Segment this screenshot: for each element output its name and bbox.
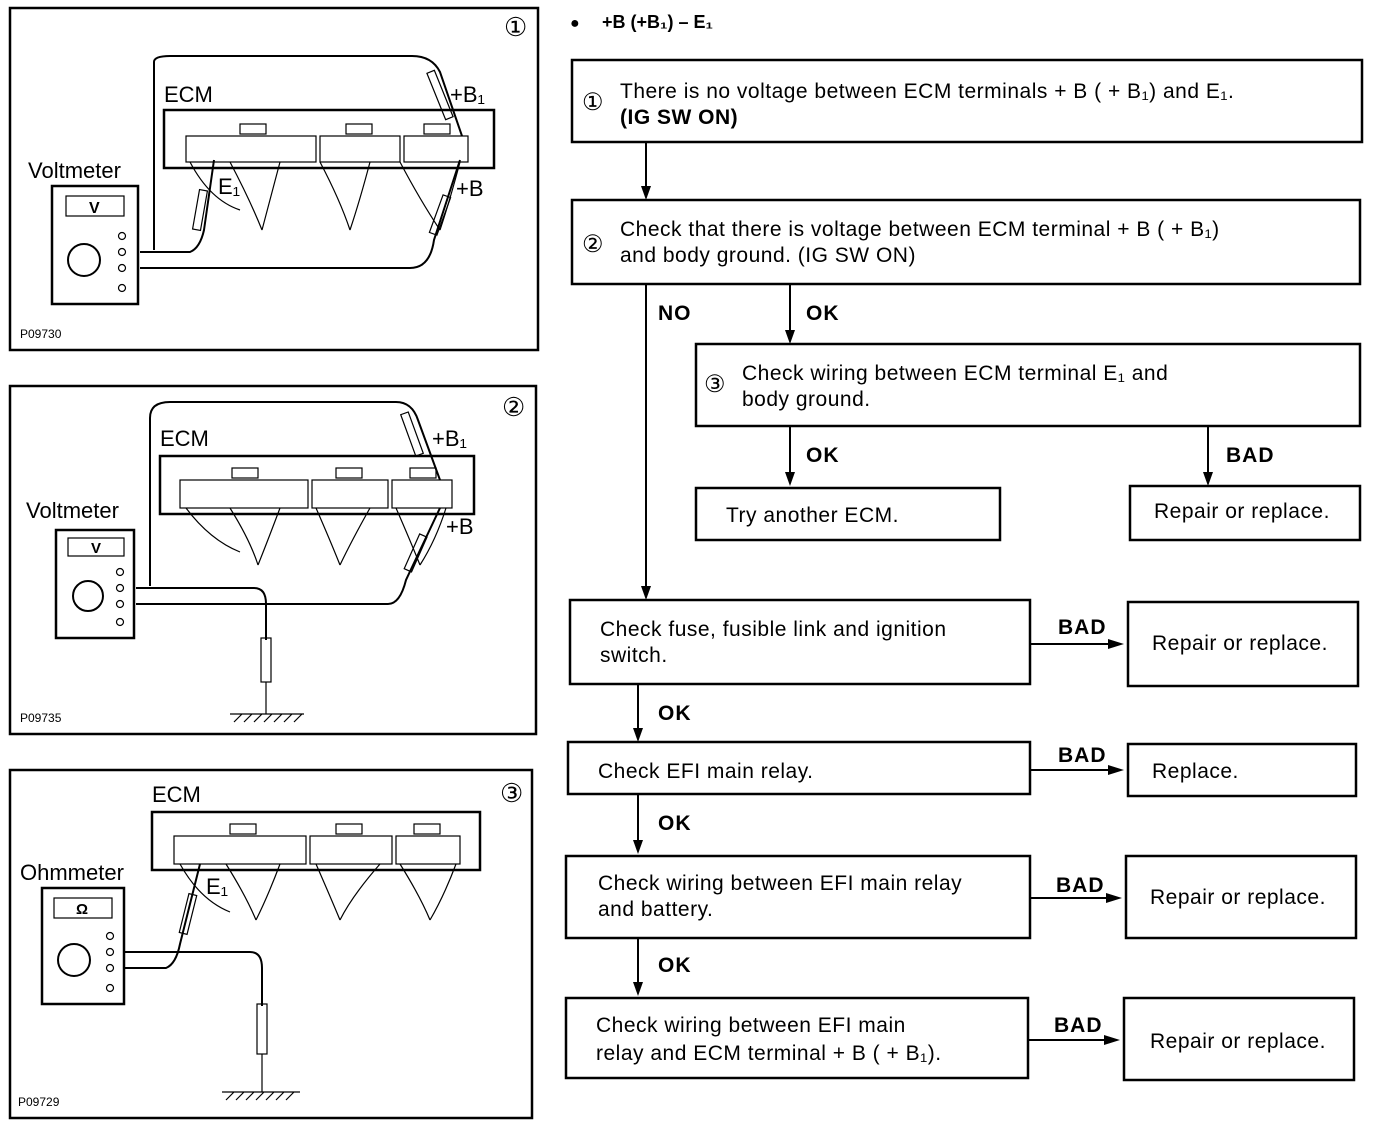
repair-box-battery <box>1124 854 1358 940</box>
fuse-check-box <box>568 598 1032 686</box>
wiring-ecm-check-box <box>564 996 1030 1080</box>
voltmeter: V <box>54 528 136 640</box>
step-3-text-line2: body ground. <box>742 388 871 411</box>
panel-number: ① <box>504 12 527 42</box>
ecm-label: ECM <box>152 782 201 807</box>
wiring-ecm-check-text-line2: relay and ECM terminal + B ( + B₁). <box>596 1042 942 1065</box>
branch-label-ok: OK <box>658 812 692 835</box>
fuse-check-text-line2: switch. <box>600 644 668 667</box>
wiring-battery-check-text-line2: and battery. <box>598 898 713 921</box>
wiring-battery-check-box <box>564 854 1032 940</box>
repair-box-ecm <box>1122 996 1356 1082</box>
step-3-number: ③ <box>704 371 726 398</box>
repair-box-fuse <box>1126 600 1360 688</box>
replace-text: Replace. <box>1152 760 1239 783</box>
ecm-connector <box>179 467 453 509</box>
repair-text: Repair or replace. <box>1152 632 1328 655</box>
ecm-label: ECM <box>164 82 213 107</box>
branch-label-bad: BAD <box>1058 744 1107 767</box>
illustration-panel-3: ③ ECM E₁ Ohmmeter Ω P09729 <box>8 768 534 1120</box>
branch-label-bad: BAD <box>1226 444 1275 467</box>
meter-label: Voltmeter <box>26 498 119 523</box>
repair-text: Repair or replace. <box>1150 886 1326 909</box>
step-1-box <box>570 58 1364 144</box>
probe-lead <box>136 507 441 605</box>
branch-label-ok: OK <box>658 702 692 725</box>
step-1-condition: (IG SW ON) <box>620 106 738 129</box>
probe-b <box>428 194 452 236</box>
terminal-label: E₁ <box>206 874 228 899</box>
figure-code: P09735 <box>20 711 62 725</box>
step-3-box <box>694 342 1362 428</box>
try-another-ecm-box <box>694 486 1002 542</box>
voltmeter: V <box>50 184 140 306</box>
branch-label-no: NO <box>658 302 692 325</box>
ecm-unit <box>158 454 476 516</box>
flowchart-title: +B (+B₁) – E₁ <box>602 12 713 32</box>
meter-symbol: V <box>91 540 101 557</box>
branch-label-bad: BAD <box>1056 874 1105 897</box>
probe-b1 <box>399 411 425 457</box>
probe-lead <box>140 159 215 253</box>
wiring-battery-check-text: Check wiring between EFI main relay <box>598 872 962 895</box>
efi-relay-check-box <box>566 740 1032 796</box>
try-another-ecm-text: Try another ECM. <box>726 504 899 527</box>
probe-b1 <box>426 69 454 121</box>
replace-box-relay <box>1126 742 1358 798</box>
step-3-text: Check wiring between ECM terminal E₁ and <box>742 362 1168 385</box>
illustration-panel-2: ② ECM +B₁ +B Voltmeter V P0 <box>8 384 538 736</box>
panel-number: ② <box>502 392 525 422</box>
step-2-number: ② <box>582 231 604 258</box>
branch-label-bad: BAD <box>1054 1014 1103 1037</box>
probe-e1 <box>178 892 198 936</box>
ohmmeter: Ω <box>40 886 126 1006</box>
branch-label-ok: OK <box>806 444 840 467</box>
meter-symbol: Ω <box>76 901 88 918</box>
terminal-label: E₁ <box>218 174 240 199</box>
fuse-check-text: Check fuse, fusible link and ignition <box>600 618 947 641</box>
terminal-label: +B <box>446 514 474 539</box>
probe-lead <box>124 951 263 1006</box>
meter-label: Voltmeter <box>28 158 121 183</box>
meter-label: Ohmmeter <box>20 860 124 885</box>
flowchart: ● +B (+B₁) – E₁ ① There is no voltage be… <box>564 12 1364 1082</box>
ecm-connector <box>185 123 469 163</box>
header-bullet: ● <box>570 15 580 32</box>
terminal-label: +B₁ <box>450 82 485 107</box>
step-2-text: Check that there is voltage between ECM … <box>620 218 1220 241</box>
ecm-unit <box>162 108 496 170</box>
probe-lead <box>153 55 463 137</box>
efi-relay-check-text: Check EFI main relay. <box>598 760 814 783</box>
probe-lead <box>136 587 267 640</box>
step-2-box <box>570 198 1362 286</box>
repair-box-step3 <box>1128 484 1362 542</box>
probe-lead <box>124 863 201 969</box>
probe-lead <box>149 401 441 481</box>
branch-label-ok: OK <box>806 302 840 325</box>
ecm-label: ECM <box>160 426 209 451</box>
terminal-label: +B <box>456 176 484 201</box>
figure-code: P09730 <box>20 327 62 341</box>
figure-code: P09729 <box>18 1095 60 1109</box>
ecm-connector <box>173 823 461 865</box>
meter-symbol: V <box>89 200 100 217</box>
ecm-unit <box>150 810 482 872</box>
repair-text: Repair or replace. <box>1154 500 1330 523</box>
step-1-number: ① <box>582 89 604 116</box>
panel-number: ③ <box>500 778 523 808</box>
step-2-text-line2: and body ground. (IG SW ON) <box>620 244 916 267</box>
branch-label-bad: BAD <box>1058 616 1107 639</box>
probe-e1 <box>191 188 209 232</box>
wiring-ecm-check-text: Check wiring between EFI main <box>596 1014 906 1037</box>
probe-b <box>403 533 428 573</box>
branch-label-ok: OK <box>658 954 692 977</box>
illustration-panel-1: ① ECM +B₁ +B E₁ Voltmeter V <box>8 6 540 352</box>
terminal-label: +B₁ <box>432 426 467 451</box>
repair-text: Repair or replace. <box>1150 1030 1326 1053</box>
probe-lead <box>140 159 461 269</box>
step-1-text: There is no voltage between ECM terminal… <box>620 80 1234 103</box>
